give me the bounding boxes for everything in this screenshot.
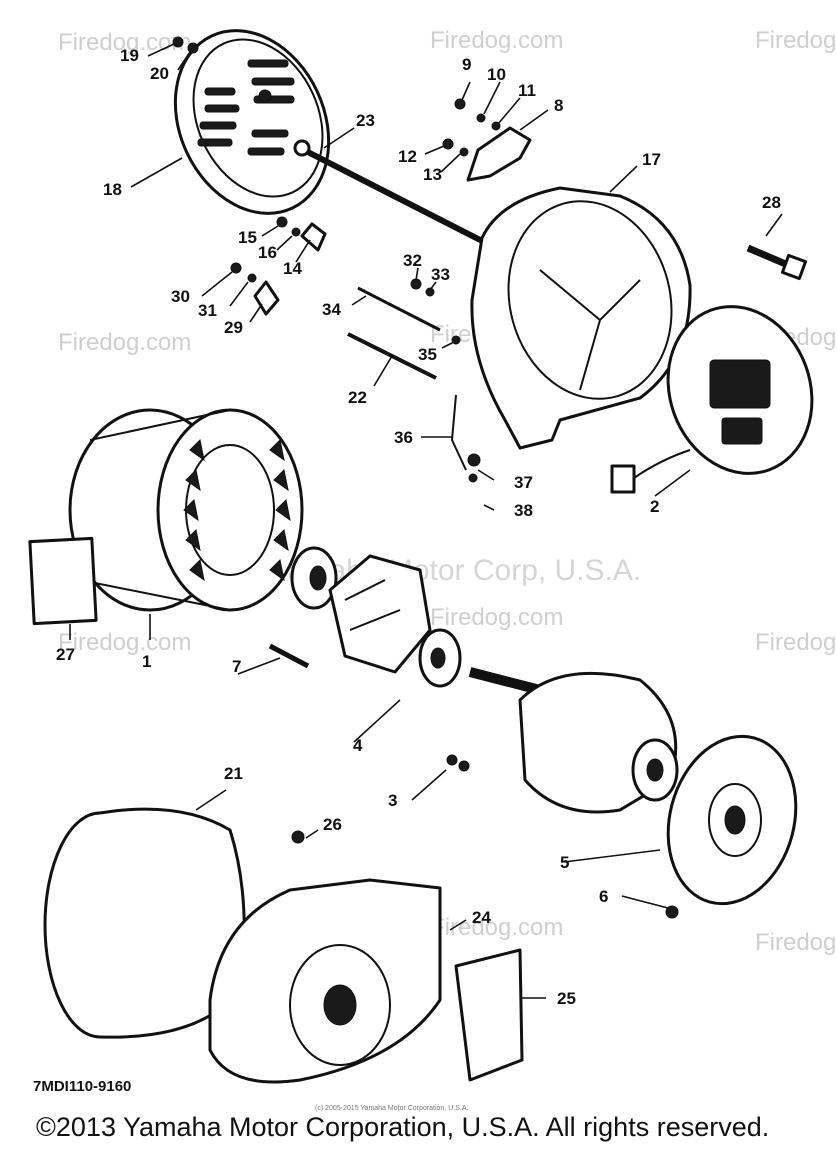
callout-32: 32 (403, 251, 422, 270)
watermark: Firedog.com (58, 329, 191, 356)
callout-6: 6 (599, 887, 608, 906)
part-27-insulator (28, 536, 98, 626)
leader-lines (69, 43, 783, 999)
callout-31: 31 (198, 301, 217, 320)
part-29-clamp (253, 280, 280, 316)
callout-35: 35 (418, 345, 437, 364)
part-36-lead-wire (450, 394, 467, 471)
callout-labels: 19 20 9 10 11 8 12 13 17 18 23 28 15 16 … (56, 46, 781, 1008)
part-25-cover-plate (454, 948, 524, 1082)
callout-27: 27 (56, 645, 75, 664)
callout-36: 36 (394, 428, 413, 447)
long-bolts (347, 286, 441, 380)
part-8-bracket (466, 126, 532, 182)
callout-10: 10 (487, 65, 506, 84)
callout-33: 33 (431, 265, 450, 284)
callout-21: 21 (224, 764, 243, 783)
callout-25: 25 (557, 989, 576, 1008)
callout-2: 2 (650, 497, 659, 516)
callout-23: 23 (356, 111, 375, 130)
callout-29: 29 (224, 318, 243, 337)
callout-14: 14 (283, 259, 302, 278)
callout-3: 3 (388, 791, 397, 810)
callout-38: 38 (514, 501, 533, 520)
callout-16: 16 (258, 243, 277, 262)
part-5-cooling-fan (666, 734, 798, 906)
part-18-end-cover (173, 29, 331, 215)
watermark: Firedog.com (430, 604, 563, 631)
callout-12: 12 (398, 147, 417, 166)
watermark: Firedog.com (755, 629, 837, 656)
callout-30: 30 (171, 287, 190, 306)
part-21-cover-band (43, 807, 246, 1039)
callout-1: 1 (142, 652, 151, 671)
callout-17: 17 (642, 150, 661, 169)
callout-13: 13 (423, 165, 442, 184)
callout-7: 7 (232, 657, 241, 676)
small-fasteners (172, 36, 679, 919)
watermark: Firedog.com (58, 629, 191, 656)
callout-9: 9 (462, 55, 471, 74)
watermark: Firedog.com (430, 914, 563, 941)
callout-24: 24 (472, 908, 491, 927)
copyright-notice: ©2013 Yamaha Motor Corporation, U.S.A. A… (36, 1112, 770, 1142)
callout-28: 28 (762, 193, 781, 212)
callout-8: 8 (554, 96, 563, 115)
small-credit-line: (c) 2005-2015 Yamaha Motor Corporation, … (315, 1105, 468, 1112)
callout-26: 26 (323, 815, 342, 834)
engine-crankcase (468, 667, 679, 814)
watermark: Firedog.com (755, 929, 837, 956)
part-1-stator (68, 408, 304, 612)
callout-11: 11 (518, 81, 536, 100)
part-24-front-panel-housing (208, 878, 442, 1084)
callout-20: 20 (150, 64, 169, 83)
callout-37: 37 (514, 473, 533, 492)
part-14-connector (300, 222, 327, 252)
callout-15: 15 (238, 228, 257, 247)
callout-4: 4 (353, 736, 363, 755)
part-17-front-housing (470, 186, 692, 450)
callout-34: 34 (322, 300, 341, 319)
part-4-rotor (328, 554, 462, 688)
part-23-through-bolt (293, 139, 490, 247)
callout-18: 18 (103, 180, 122, 199)
callout-5: 5 (560, 853, 569, 872)
callout-22: 22 (348, 388, 367, 407)
watermark: Firedog.com (755, 27, 837, 54)
part-2-field-coil (610, 305, 814, 494)
diagram-code: 7MDI110-9160 (33, 1078, 132, 1095)
watermark: Firedog.com (430, 27, 563, 54)
watermark: Firedog.com (58, 29, 191, 56)
part-28-bolt (746, 244, 808, 281)
callout-19: 19 (120, 46, 139, 65)
part-7-bearing (268, 546, 338, 669)
